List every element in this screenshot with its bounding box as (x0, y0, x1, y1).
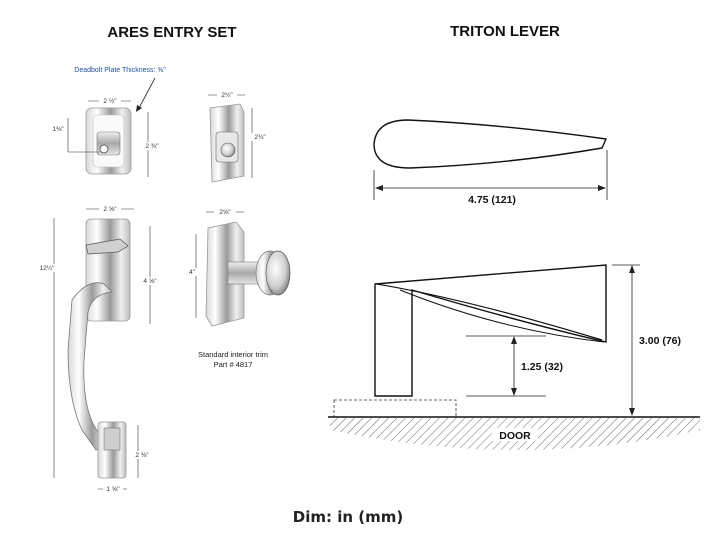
lever-top-view (373, 119, 608, 169)
rose-outline (333, 399, 457, 418)
deadbolt-note-arrowhead (136, 105, 142, 112)
thumbturn-illustration (209, 103, 245, 183)
deadbolt-width-dim: 2 ½" (103, 97, 117, 105)
deadbolt-cyl-dim: 1⅜" (52, 126, 64, 133)
lever-length-dim: 4.75 (121) (468, 194, 516, 206)
deadbolt-thickness-note: Deadbolt Plate Thickness: ⅝" (74, 67, 166, 74)
units-footer: Dim: in (mm) (293, 508, 403, 526)
deadbolt-illustration (85, 107, 132, 175)
lever-side-view (374, 264, 607, 397)
handle-plate-width-dim: 2 ⅝" (103, 206, 117, 213)
plate-height-dim: 2¾" (254, 134, 266, 141)
bottom-plate-width-dim: 1 ⅝" (106, 486, 120, 493)
plate-width-dim: 2½" (221, 91, 233, 99)
interior-trim-illustration (205, 221, 291, 327)
deadbolt-height-dim: 2 ⅜" (145, 143, 159, 150)
handle-plate-height-dim: 4 ⅝" (143, 278, 157, 285)
lever-height-dim: 3.00 (76) (639, 335, 681, 347)
deadbolt-note-arrow (138, 77, 156, 109)
trim-width-dim: 2⅝" (219, 209, 231, 216)
trim-caption-2: Part # 4817 (214, 360, 253, 369)
rose-height-dim: 1.25 (32) (521, 361, 563, 373)
overall-height-dim: 12¼" (40, 265, 56, 272)
bottom-plate-height-dim: 2 ⅜" (135, 452, 149, 459)
ares-title: ARES ENTRY SET (107, 24, 236, 41)
triton-title: TRITON LEVER (450, 23, 560, 40)
door-label: DOOR (499, 430, 531, 442)
trim-caption-1: Standard interior trim (198, 350, 268, 359)
trim-height-dim: 4" (189, 269, 196, 276)
handleset-illustration (67, 218, 131, 479)
